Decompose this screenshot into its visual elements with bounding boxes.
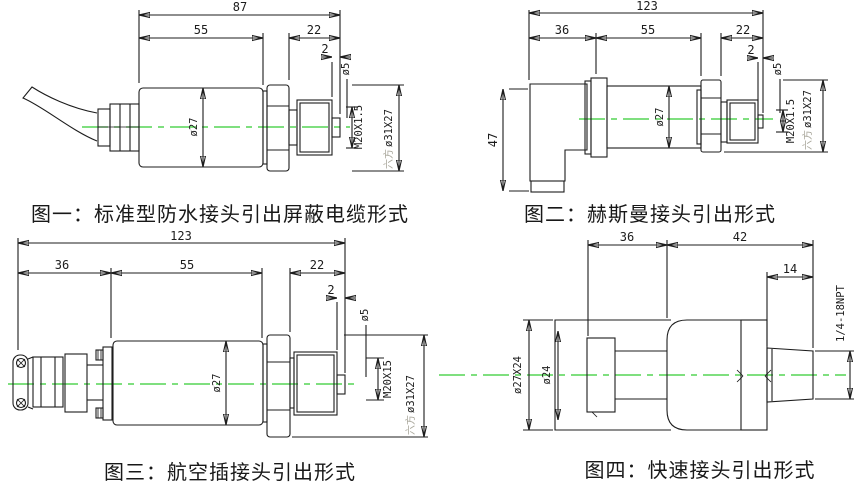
pressure-port <box>289 351 346 416</box>
screw-head <box>95 349 104 361</box>
npt-thread-port <box>766 347 814 403</box>
sensor-body <box>666 319 741 431</box>
washer <box>262 343 268 423</box>
cable-gland <box>97 103 140 152</box>
dim-height: 47 <box>486 133 500 147</box>
figure3-caption: 图三：航空插接头引出形式 <box>104 462 356 484</box>
dim-shell-spec: ø27X24 <box>512 356 524 394</box>
dim-tip-length: 2 <box>327 283 334 297</box>
dim-tip-length: 2 <box>747 43 754 57</box>
dim-thread-spec: M20X1.5 <box>785 99 797 143</box>
extension-lines <box>17 238 428 438</box>
dim-hex-spec: ø31X27 <box>383 109 395 147</box>
hex-nut <box>266 84 290 172</box>
dim-nipple-diameter: ø5 <box>340 63 352 76</box>
dim-body-diameter: ø24 <box>541 366 553 385</box>
figure1-drawing: 87 55 22 2 ø5 ø27 M20X1.5 六方 ø31X27 <box>22 0 404 172</box>
dim-thread-spec: M20X1.5 <box>353 105 365 149</box>
dim-thread-length: 14 <box>783 262 797 276</box>
dim-thread-spec: 1/4-18NPT <box>835 284 847 342</box>
pressure-port <box>720 99 764 144</box>
dim-tip-length: 2 <box>321 42 328 56</box>
dim-body-length: 55 <box>180 258 194 272</box>
figure2-caption: 图二：赫斯曼接头引出形式 <box>524 204 776 226</box>
nipple <box>757 114 764 129</box>
cable <box>22 86 98 142</box>
hex-nut <box>700 79 722 153</box>
dim-body-diameter: ø27 <box>654 108 666 127</box>
dimension-lines <box>18 243 424 437</box>
dim-body-diameter: ø27 <box>188 118 200 137</box>
screw-hole <box>15 397 27 409</box>
dim-body-length: 55 <box>641 23 655 37</box>
nipple <box>331 117 341 138</box>
dim-port-length: 22 <box>307 23 321 37</box>
dimension-lines <box>503 13 823 191</box>
hex-prefix-label: 六方 <box>801 130 814 150</box>
dimension-lines <box>529 245 850 430</box>
dim-connector-length: 36 <box>555 23 569 37</box>
dim-port-length: 22 <box>310 258 324 272</box>
screw-hole <box>15 357 27 369</box>
dim-hex-spec: ø31X27 <box>405 375 417 413</box>
figure2-drawing: 123 36 55 22 2 47 ø5 ø27 M20X1.5 六方 ø31X… <box>486 0 828 193</box>
figure1-caption: 图一：标准型防水接头引出屏蔽电缆形式 <box>31 204 409 226</box>
aviation-plug <box>12 346 113 421</box>
dim-connector-length: 36 <box>55 258 69 272</box>
dim-nipple-diameter: ø5 <box>772 63 784 76</box>
dim-nipple-diameter: ø5 <box>359 309 371 322</box>
connector-plate <box>586 337 616 413</box>
washer <box>696 89 702 145</box>
dimension-lines <box>139 15 399 171</box>
extension-lines <box>523 240 854 431</box>
figure4-caption: 图四：快速接头引出形式 <box>584 460 816 482</box>
sensor-body <box>138 87 264 168</box>
screw-head <box>95 407 104 419</box>
figure3-drawing: 123 36 55 22 2 ø5 ø27 M20X15 六方 ø31X27 <box>8 230 428 438</box>
dim-total-length: 123 <box>636 0 658 13</box>
dim-body-diameter: ø27 <box>211 374 223 393</box>
figure4-drawing: 36 42 14 ø27X24 ø24 1/4-18NPT <box>439 230 854 431</box>
hex-prefix-label: 六方 <box>382 149 395 169</box>
dim-total-length: 123 <box>170 230 192 243</box>
sensor-body <box>112 340 264 426</box>
dim-port-length: 22 <box>736 23 750 37</box>
nipple <box>336 374 346 395</box>
pressure-port <box>288 99 341 156</box>
dim-total-length: 87 <box>233 0 247 14</box>
hirschmann-connector <box>529 77 608 193</box>
dim-hex-spec: ø31X27 <box>802 90 814 128</box>
dim-body-length: 55 <box>194 23 208 37</box>
dim-connector-length: 36 <box>620 230 634 244</box>
hex-nut <box>266 334 291 438</box>
hex-prefix-label: 六方 <box>404 415 417 435</box>
dim-thread-spec: M20X15 <box>382 360 394 398</box>
dim-port-length: 42 <box>733 230 747 244</box>
